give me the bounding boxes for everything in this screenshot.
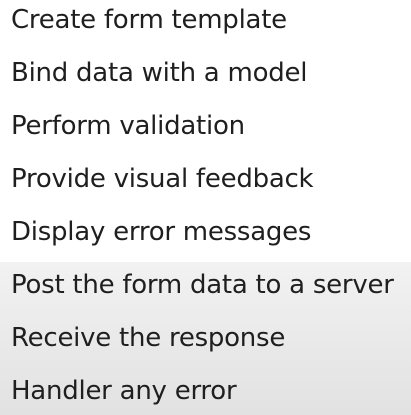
- list-item-post-form-data: Post the form data to a server: [11, 270, 394, 300]
- list-item-handle-errors: Handler any error: [11, 376, 237, 406]
- list-item-visual-feedback: Provide visual feedback: [11, 164, 314, 194]
- list-item-display-errors: Display error messages: [11, 217, 312, 247]
- list-item-bind-data: Bind data with a model: [11, 58, 308, 88]
- list-item-receive-response: Receive the response: [11, 323, 286, 353]
- list-item-perform-validation: Perform validation: [11, 111, 245, 141]
- gray-background-band: [0, 262, 411, 415]
- list-item-create-form-template: Create form template: [11, 5, 287, 35]
